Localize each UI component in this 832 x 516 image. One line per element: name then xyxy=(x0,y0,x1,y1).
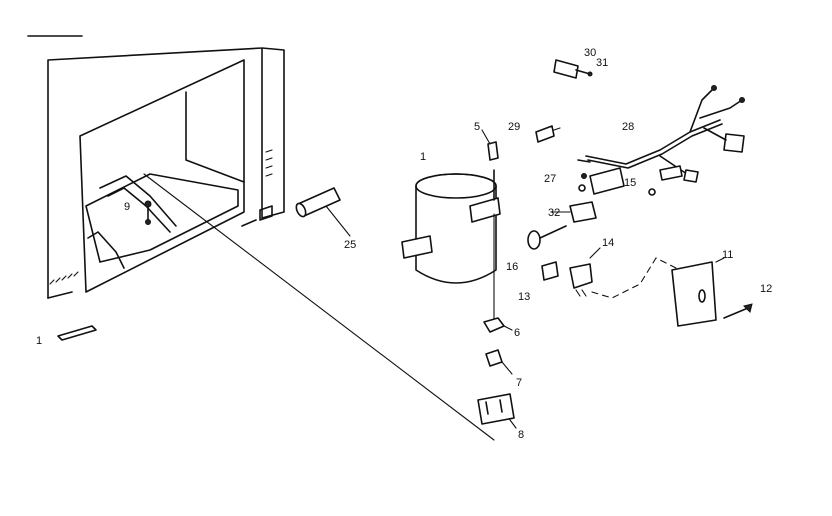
part-13-clip xyxy=(541,261,559,281)
callout-16: 16 xyxy=(506,261,518,273)
part-28-wiring-harness xyxy=(577,85,745,196)
callout-29: 29 xyxy=(508,121,520,133)
callout-15: 15 xyxy=(624,177,636,189)
part-32-relay xyxy=(551,201,597,223)
part-16-capacitor xyxy=(527,225,567,250)
cabinet-assembly xyxy=(47,47,285,299)
callout-14: 14 xyxy=(602,237,614,249)
dashed-wire xyxy=(591,257,677,299)
part-25-tube xyxy=(295,187,351,237)
callout-28: 28 xyxy=(622,121,634,133)
part-14-overload xyxy=(569,247,601,297)
leader-line xyxy=(143,173,495,441)
callout-9: 9 xyxy=(124,201,130,213)
part-29-connector xyxy=(535,125,561,143)
callout-13: 13 xyxy=(518,291,530,303)
callout-1-compressor: 1 xyxy=(420,151,426,163)
part-12-clip xyxy=(723,303,753,319)
callout-30: 30 xyxy=(584,47,596,59)
callout-32: 32 xyxy=(548,207,560,219)
part-1-strip xyxy=(57,325,97,341)
callout-5: 5 xyxy=(474,121,480,133)
callout-8: 8 xyxy=(518,429,524,441)
callout-31: 31 xyxy=(596,57,608,69)
part-6-grommet xyxy=(483,317,513,333)
callout-7: 7 xyxy=(516,377,522,389)
callout-labels: 1 1 5 6 7 8 9 11 12 13 14 15 16 25 27 28… xyxy=(36,47,772,441)
compressor xyxy=(401,169,501,323)
callout-1-left: 1 xyxy=(36,335,42,347)
part-5-fitting xyxy=(481,129,499,161)
callout-11: 11 xyxy=(722,249,733,261)
part-11-terminal-cover xyxy=(671,257,725,327)
part-7-spacer xyxy=(485,349,513,375)
callout-25: 25 xyxy=(344,239,356,251)
callout-6: 6 xyxy=(514,327,520,339)
callout-12: 12 xyxy=(760,283,772,295)
part-8-bracket xyxy=(477,393,517,429)
callout-27: 27 xyxy=(544,173,556,185)
part-30-31-clip xyxy=(553,59,593,79)
